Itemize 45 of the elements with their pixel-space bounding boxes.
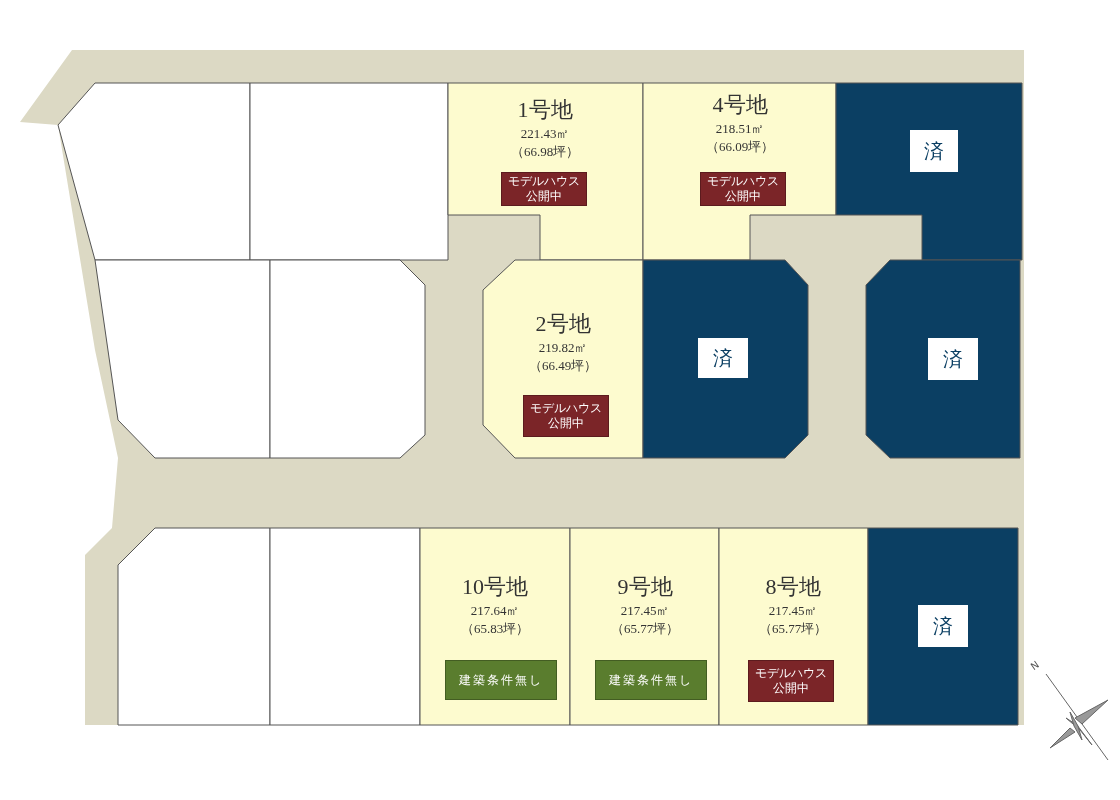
model-house-badge: モデルハウス公開中 bbox=[748, 660, 834, 702]
lot-area-tsubo: （66.98坪） bbox=[509, 143, 581, 160]
lot-parcel bbox=[420, 528, 570, 725]
lot-parcel bbox=[118, 528, 270, 725]
lot-parcel bbox=[58, 83, 250, 260]
lot-area-tsubo: （65.77坪） bbox=[757, 620, 829, 637]
sold-lot-parcel bbox=[836, 83, 1022, 260]
lot-parcel bbox=[570, 528, 719, 725]
lot-area-tsubo: （66.49坪） bbox=[527, 357, 599, 374]
sold-marker: 済 bbox=[918, 605, 968, 647]
sold-lot-parcel bbox=[643, 260, 808, 458]
north-label: N bbox=[1028, 658, 1041, 673]
lot-area-tsubo: （65.83坪） bbox=[459, 620, 531, 637]
model-house-badge: モデルハウス公開中 bbox=[700, 172, 786, 206]
lot-number: 9号地 bbox=[616, 574, 674, 600]
lot-area-tsubo: （66.09坪） bbox=[704, 138, 776, 155]
lot-parcel bbox=[270, 260, 425, 458]
lot-area: 219.82㎡ bbox=[488, 339, 638, 356]
lot-area-tsubo: （65.77坪） bbox=[609, 620, 681, 637]
sold-lot-parcel bbox=[868, 528, 1018, 725]
lot-parcel bbox=[643, 83, 836, 260]
lot-number: 4号地 bbox=[711, 92, 769, 118]
lot-area: 217.45㎡ bbox=[718, 602, 868, 619]
lot-area: 218.51㎡ bbox=[665, 120, 815, 137]
lot-area: 217.45㎡ bbox=[570, 602, 720, 619]
sold-lot-parcel bbox=[866, 260, 1020, 458]
lot-parcel bbox=[719, 528, 868, 725]
model-house-badge: モデルハウス公開中 bbox=[501, 172, 587, 206]
sold-marker: 済 bbox=[928, 338, 978, 380]
lot-number: 10号地 bbox=[461, 574, 529, 600]
lot-number: 8号地 bbox=[764, 574, 822, 600]
lot-number: 2号地 bbox=[534, 311, 592, 337]
lot-area: 221.43㎡ bbox=[470, 125, 620, 142]
sold-marker: 済 bbox=[910, 130, 958, 172]
lot-parcel bbox=[95, 260, 270, 458]
sold-marker: 済 bbox=[698, 338, 748, 378]
lot-parcel bbox=[448, 83, 643, 260]
lot-parcel bbox=[250, 83, 448, 260]
no-building-condition-badge: 建築条件無し bbox=[595, 660, 707, 700]
lot-parcel bbox=[270, 528, 420, 725]
lot-number: 1号地 bbox=[516, 97, 574, 123]
lot-parcel bbox=[483, 260, 643, 458]
model-house-badge: モデルハウス公開中 bbox=[523, 395, 609, 437]
lot-area: 217.64㎡ bbox=[420, 602, 570, 619]
no-building-condition-badge: 建築条件無し bbox=[445, 660, 557, 700]
